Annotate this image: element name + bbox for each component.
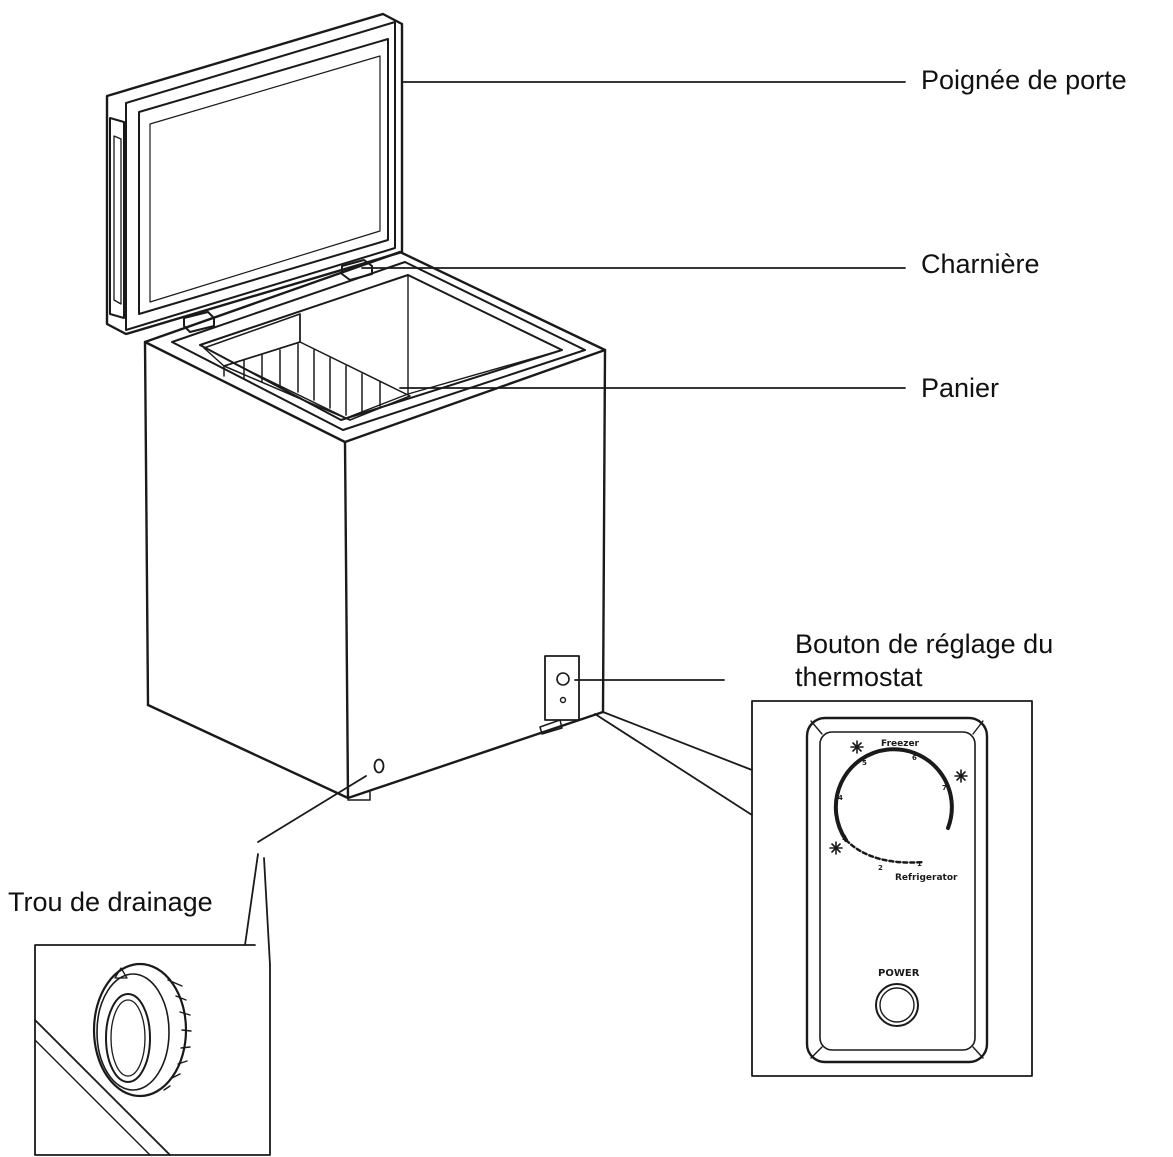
hinge-left xyxy=(183,311,215,333)
basket xyxy=(203,313,411,421)
dial-number-7: 7 xyxy=(942,784,947,792)
thermostat-label-line-1: Bouton de réglage du xyxy=(795,629,1054,659)
drain-hole-small xyxy=(373,758,385,774)
triangle-up-icon xyxy=(114,967,128,979)
snowflake-icon xyxy=(954,769,968,783)
power-button xyxy=(875,983,919,1027)
drain-hole-label: Trou de drainage xyxy=(8,887,213,917)
dial-number-1: 1 xyxy=(917,860,922,868)
dial-number-3: 3 xyxy=(842,834,847,842)
leader-thermostat-zoom-bottom xyxy=(594,713,753,816)
cabinet-interior xyxy=(340,274,563,421)
dial-number-2: 2 xyxy=(878,864,883,872)
drain-zoom-panel xyxy=(34,944,271,1156)
snowflake-icon xyxy=(829,841,843,855)
hinge-label: Charnière xyxy=(921,249,1040,279)
thermostat-zoom-panel xyxy=(751,700,1033,1077)
leader-lines xyxy=(244,81,906,966)
basket-label: Panier xyxy=(921,373,1000,403)
drain-cap-inner xyxy=(105,993,151,1083)
leader-drain-zoom-2 xyxy=(263,857,271,966)
leader-drain-zoom xyxy=(244,853,259,946)
thermostat-dial-text: Freezer Refrigerator POWER 1 2 3 4 5 6 7 xyxy=(838,739,958,979)
snowflake-icon xyxy=(850,740,864,754)
door-handle-label: Poignée de porte xyxy=(921,65,1127,95)
power-label: POWER xyxy=(878,968,920,979)
freezer-label: Freezer xyxy=(881,739,920,749)
thermostat-box xyxy=(544,655,580,721)
thermostat-dial-arc xyxy=(833,747,954,842)
dial-number-5: 5 xyxy=(862,759,867,767)
thermostat-label: Bouton de réglage du thermostat xyxy=(795,628,1053,694)
thermostat-label-line-2: thermostat xyxy=(795,661,923,692)
leader-thermostat-zoom-top xyxy=(602,711,753,771)
refrigerator-label: Refrigerator xyxy=(895,873,958,883)
cabinet-top xyxy=(143,250,607,444)
door-handle xyxy=(109,117,125,319)
thermostat-dial-dashed xyxy=(844,838,926,864)
cabinet-body xyxy=(143,340,607,801)
dial-number-4: 4 xyxy=(838,794,843,802)
dial-number-6: 6 xyxy=(912,754,917,762)
leader-drain xyxy=(257,775,367,843)
freezer-lid xyxy=(105,12,404,336)
